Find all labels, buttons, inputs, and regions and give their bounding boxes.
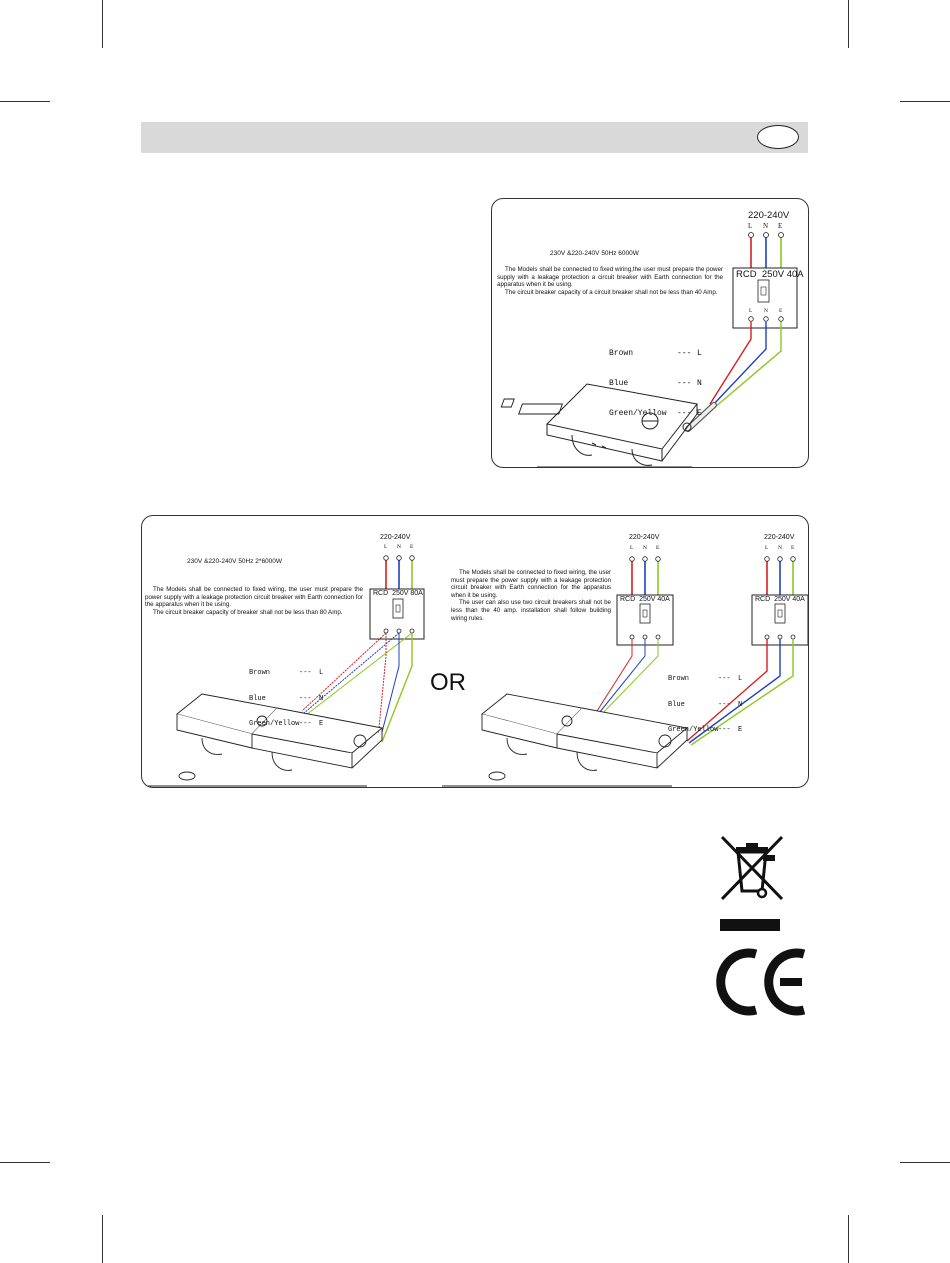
- crop-mark: [900, 101, 950, 102]
- rcd-label: RCD 250V 40A: [736, 269, 804, 280]
- wiring-diagram-double: 220-240V L N E RCD 250V 80A 230V &220-24…: [141, 515, 809, 788]
- terminal-in-e: [778, 232, 784, 238]
- paragraph: The Models shall be connected to fixed w…: [497, 266, 723, 289]
- legend-row: Blue---N: [609, 379, 702, 388]
- terminal-label-n: N: [763, 222, 769, 230]
- terminal-label-l: L: [748, 222, 753, 230]
- crop-mark: [900, 1162, 950, 1163]
- legend-row: Green/Yellow---E: [668, 726, 743, 734]
- installation-text: The Models shall be connected to fixed w…: [497, 266, 723, 296]
- terminal-in-n: [763, 232, 769, 238]
- right-b-terminal-e: E: [791, 545, 795, 551]
- legend-row: Green/Yellow---E: [249, 720, 324, 728]
- right-b-terminal-n: N: [778, 545, 782, 551]
- paragraph: The Models shall be connected to fixed w…: [451, 569, 611, 599]
- legend-row: Brown---L: [668, 675, 743, 683]
- spec-line: 230V &220-240V 50Hz 6000W: [550, 250, 639, 257]
- right-a-terminal-e: E: [656, 545, 660, 551]
- terminal-out-e: [778, 316, 784, 322]
- left-rcd-label: RCD 250V 80A: [373, 590, 423, 597]
- right-supply-voltage-b: 220-240V: [764, 534, 795, 541]
- output-wire-live: [709, 322, 752, 405]
- terminal-out-label-n: N: [764, 308, 768, 314]
- language-badge: [757, 125, 799, 149]
- double-wiring-drawing: [142, 555, 808, 787]
- header-bar: [141, 122, 808, 153]
- fryer-pair-right: [442, 693, 689, 787]
- right-wire-legend: Brown---L Blue---N Green/Yellow---E: [668, 658, 742, 752]
- terminal-out-n: [763, 316, 769, 322]
- left-terminal-l: L: [384, 544, 388, 550]
- or-separator: OR: [430, 669, 466, 696]
- single-wiring-drawing: [500, 232, 798, 467]
- paragraph: The circuit breaker capacity of a circui…: [505, 288, 718, 296]
- left-terminal-e: E: [410, 544, 414, 550]
- crop-mark: [102, 1215, 103, 1263]
- left-installation-text: The Models shall be connected to fixed w…: [145, 586, 363, 616]
- crop-mark: [102, 0, 103, 48]
- legend-row: Brown---L: [609, 349, 702, 358]
- right-circuit-b: [686, 556, 808, 746]
- paragraph: The user can also use two circuit breake…: [451, 599, 611, 622]
- output-wire-neutral: [711, 322, 767, 407]
- fryer-illustration: [500, 383, 698, 467]
- terminal-out-label-e: E: [779, 308, 783, 314]
- wire-legend: Brown---L Blue---N Green/Yellow---E: [609, 329, 702, 439]
- crop-mark: [848, 0, 849, 48]
- crop-mark: [0, 101, 50, 102]
- fryer-pair-left: [142, 693, 384, 787]
- crop-mark: [848, 1215, 849, 1263]
- wiring-diagram-single: 220-240V L N E RCD 250V 40A L N E 230V &…: [491, 198, 809, 468]
- paragraph: The Models shall be connected to fixed w…: [145, 586, 363, 609]
- right-a-terminal-n: N: [643, 545, 647, 551]
- legend-row: Blue---N: [249, 694, 324, 703]
- weee-crossed-bin-icon: [720, 835, 784, 931]
- paragraph: The circuit breaker capacity of breaker …: [153, 608, 343, 616]
- right-supply-voltage-a: 220-240V: [629, 534, 660, 541]
- left-wire-legend: Brown---L Blue---N Green/Yellow---E: [249, 652, 323, 746]
- legend-row: Brown---L: [249, 669, 324, 677]
- left-supply-voltage: 220-240V: [380, 534, 411, 541]
- left-spec-line: 230V &220-240V 50Hz 2*6000W: [187, 558, 283, 565]
- terminal-label-e: E: [778, 222, 783, 230]
- legend-row: Green/Yellow---E: [609, 409, 702, 418]
- right-installation-text: The Models shall be connected to fixed w…: [451, 569, 611, 622]
- terminal-in-l: [748, 232, 754, 238]
- left-circuit: [301, 555, 425, 743]
- right-rcd-label-b: RCD 250V 40A: [755, 596, 805, 603]
- legend-row: Blue---N: [668, 700, 743, 709]
- right-b-terminal-l: L: [765, 545, 769, 551]
- ce-mark-icon: [716, 948, 806, 1016]
- left-terminal-n: N: [397, 544, 401, 550]
- output-wire-earth: [713, 322, 782, 409]
- terminal-out-l: [748, 316, 754, 322]
- crop-mark: [0, 1162, 50, 1163]
- right-rcd-label-a: RCD 250V 40A: [620, 596, 670, 603]
- right-circuit-a: [596, 556, 674, 716]
- right-a-terminal-l: L: [630, 545, 634, 551]
- terminal-out-label-l: L: [749, 308, 753, 314]
- supply-voltage-label: 220-240V: [748, 210, 790, 221]
